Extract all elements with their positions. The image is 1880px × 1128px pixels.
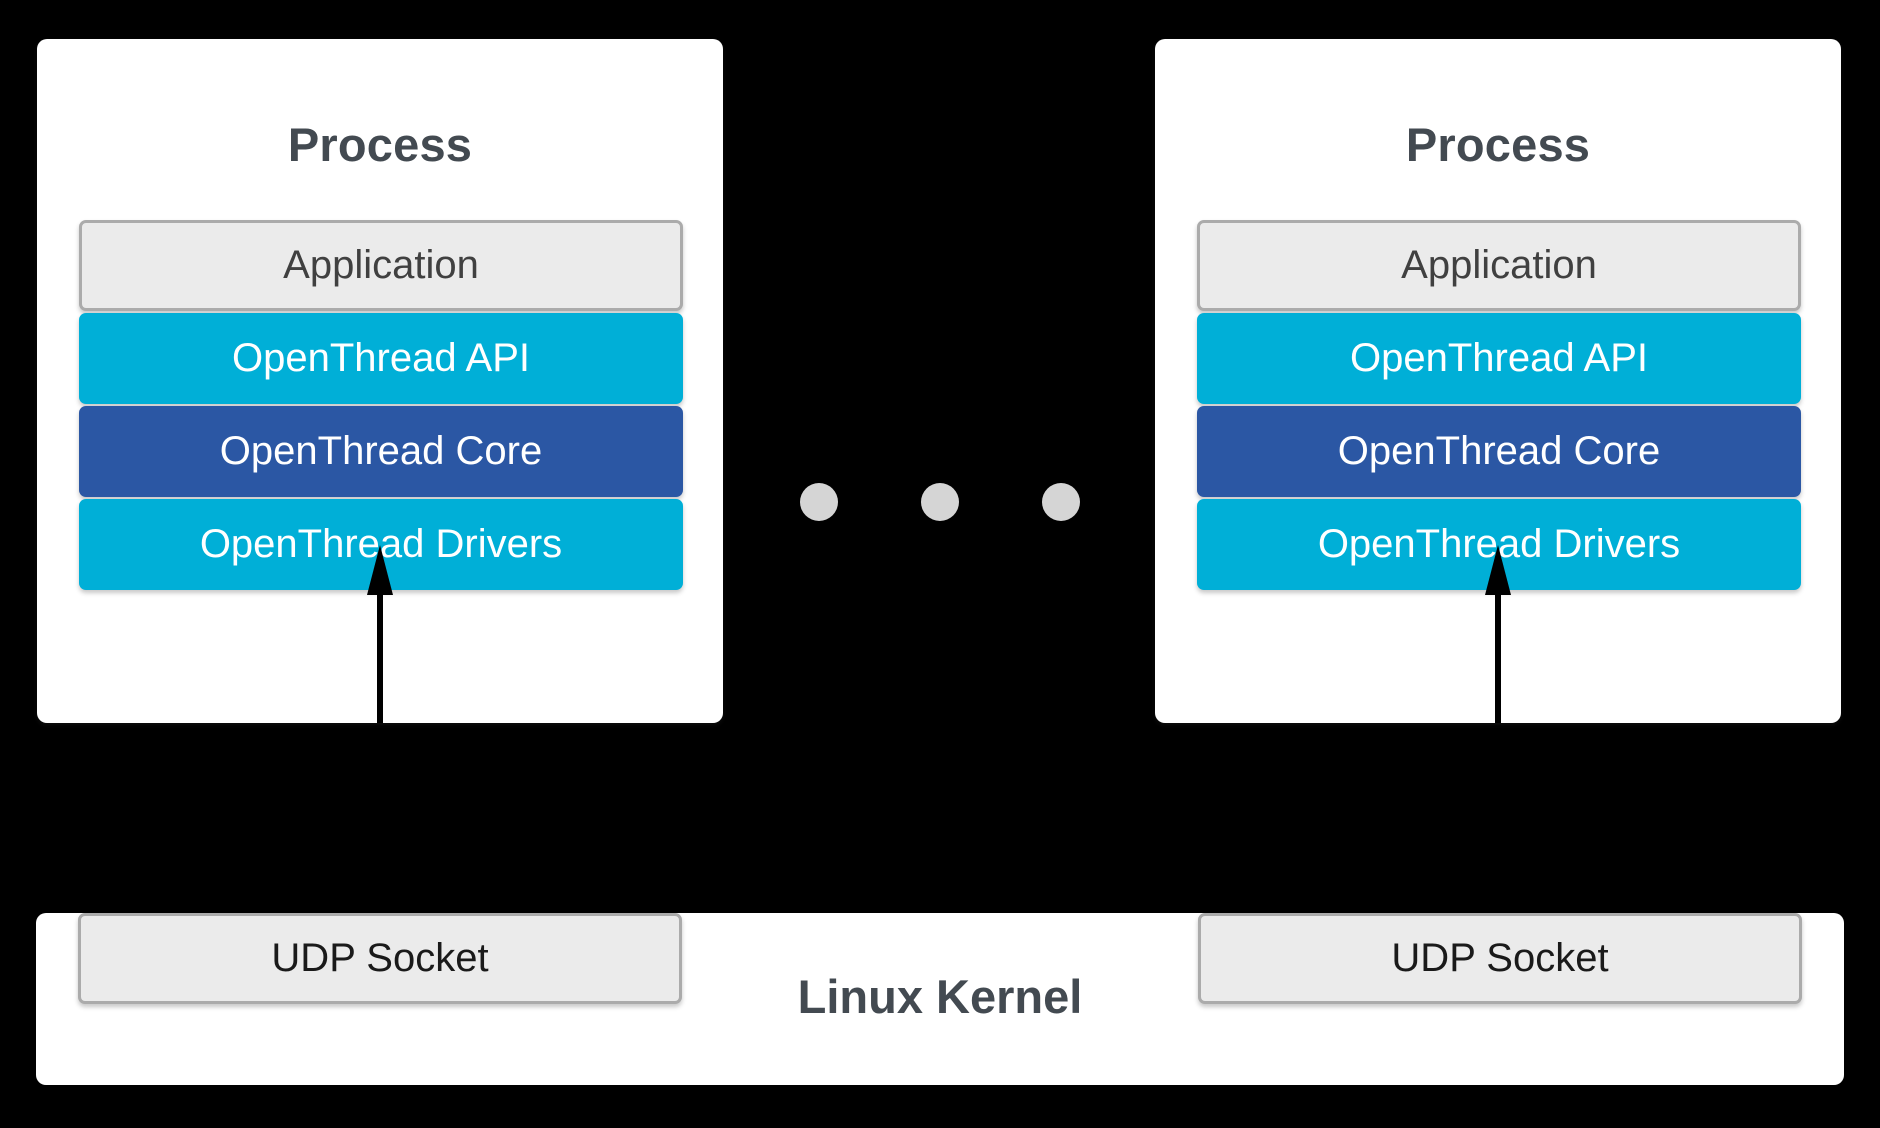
arrow-shaft-right (1495, 590, 1501, 723)
kernel-box: Linux Kernel UDP Socket UDP Socket (36, 913, 1844, 1085)
layer-openthread-core-left: OpenThread Core (79, 406, 683, 497)
layer-application-right: Application (1197, 220, 1801, 311)
arrow-up-icon-right (1478, 545, 1518, 723)
layer-stack-left: Application OpenThread API OpenThread Co… (79, 220, 683, 592)
layer-openthread-api-right: OpenThread API (1197, 313, 1801, 404)
layer-openthread-drivers-right: OpenThread Drivers (1197, 499, 1801, 590)
ellipsis-dot-icon (1042, 483, 1080, 521)
process-box-left: Process Application OpenThread API OpenT… (37, 39, 723, 723)
udp-socket-right: UDP Socket (1198, 913, 1802, 1004)
ellipsis-dot-icon (921, 483, 959, 521)
process-title-left: Process (287, 118, 473, 171)
layer-openthread-api-left: OpenThread API (79, 313, 683, 404)
arrow-head-right (1485, 545, 1511, 595)
udp-socket-left: UDP Socket (78, 913, 682, 1004)
kernel-title: Linux Kernel (797, 970, 1083, 1023)
arrow-shaft-left (377, 590, 383, 723)
ellipsis-dot-icon (800, 483, 838, 521)
layer-openthread-core-right: OpenThread Core (1197, 406, 1801, 497)
arrow-up-icon-left (360, 545, 400, 723)
ellipsis-dots (800, 482, 1080, 522)
process-title-right: Process (1405, 118, 1591, 171)
arrow-head-left (367, 545, 393, 595)
layer-application-left: Application (79, 220, 683, 311)
layer-stack-right: Application OpenThread API OpenThread Co… (1197, 220, 1801, 592)
